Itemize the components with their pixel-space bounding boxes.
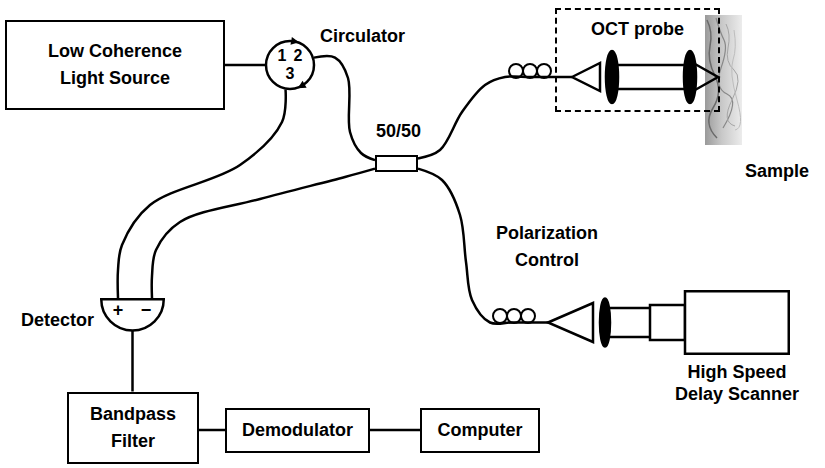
- sample-label: Sample: [745, 158, 817, 185]
- fiber-loop: [507, 309, 521, 323]
- fiber-link: [418, 76, 555, 158]
- scanner-tube: [605, 336, 650, 339]
- fiber-link: [314, 56, 375, 160]
- scanner-housing: [685, 291, 789, 354]
- detector: Detector+−: [100, 298, 165, 331]
- fiber-loop: [493, 309, 507, 323]
- source-box: Low Coherence Light Source: [5, 20, 225, 110]
- port-number: 1: [276, 46, 288, 65]
- probe-tube: [612, 88, 690, 91]
- fiber-link: [418, 169, 548, 324]
- box-label: Bandpass Filter: [75, 401, 191, 455]
- lens: [606, 51, 618, 103]
- fiber-link: [118, 90, 286, 298]
- oct-probe: OCT probe: [555, 8, 720, 112]
- component-label: Detector: [8, 310, 94, 332]
- circulator-ring: [266, 41, 314, 89]
- fiber-loop: [521, 309, 535, 323]
- scanner-label: High Speed Delay Scanner: [670, 362, 804, 405]
- collimator: [548, 303, 593, 342]
- circulator: Circulator123: [265, 40, 315, 90]
- detector-symbol: [101, 299, 164, 330]
- signal-wire: [131, 331, 134, 392]
- focus-cone: [695, 64, 718, 90]
- signal-wire: [199, 429, 225, 432]
- box-label: Computer: [438, 417, 523, 444]
- tissue-texture: [732, 30, 741, 130]
- box-label: Demodulator: [242, 417, 353, 444]
- port-number: 2: [292, 46, 304, 65]
- probe-tube: [612, 64, 690, 67]
- lens: [600, 299, 610, 347]
- port-number: 3: [284, 64, 296, 83]
- direction-arrow: [298, 81, 307, 89]
- scanner-arm: [650, 305, 685, 340]
- filter-box: Bandpass Filter: [67, 392, 199, 464]
- fiber-loop: [523, 64, 537, 78]
- control-label: Polarization Control: [482, 220, 612, 274]
- direction-arrow: [291, 37, 300, 45]
- box-label: Low Coherence Light Source: [33, 38, 198, 92]
- fiber-link: [225, 64, 265, 67]
- polarity-sign: −: [139, 300, 153, 322]
- scanner-optics: [548, 291, 789, 354]
- probe-optics: [555, 51, 718, 103]
- computer-box: Computer: [420, 408, 540, 453]
- fiber-loop: [537, 64, 551, 78]
- polarization-loops: [493, 64, 551, 323]
- fiber-link: [152, 169, 375, 298]
- demodulator-box: Demodulator: [225, 408, 370, 453]
- lens: [684, 51, 696, 103]
- polarity-sign: +: [111, 300, 125, 322]
- fiber-coupler: 50/50: [375, 155, 418, 172]
- signal-wire: [370, 429, 420, 432]
- coupler-ratio: 50/50: [367, 121, 430, 143]
- scanner-tube: [605, 307, 650, 310]
- fiber-loop: [509, 64, 523, 78]
- component-label: Circulator: [320, 26, 420, 48]
- probe-label: OCT probe: [557, 19, 718, 41]
- node-outline: [100, 298, 165, 331]
- delay-scanner: High Speed Delay Scanner: [548, 290, 790, 355]
- collimator: [572, 63, 600, 91]
- node-outline: [548, 290, 790, 355]
